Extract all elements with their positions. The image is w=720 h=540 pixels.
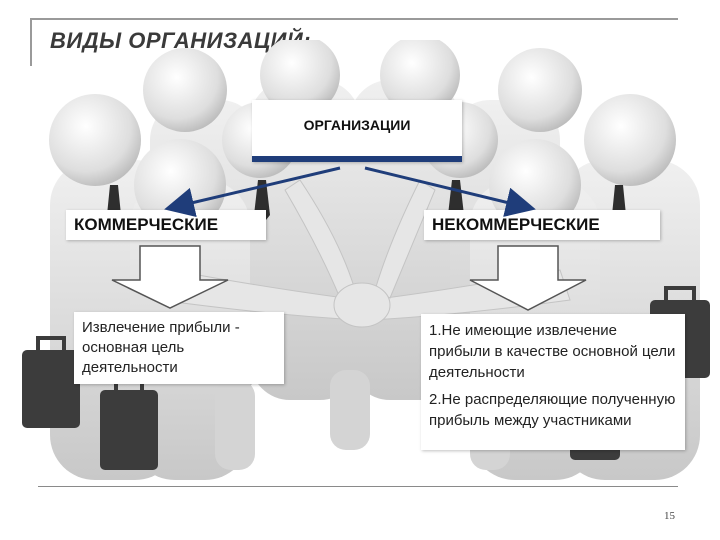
commercial-node-label: КОММЕРЧЕСКИЕ — [74, 215, 219, 234]
root-node: ОРГАНИЗАЦИИ — [252, 100, 462, 162]
left-rule — [30, 18, 32, 66]
root-node-underline — [252, 156, 462, 162]
commercial-node: КОММЕРЧЕСКИЕ — [66, 210, 266, 240]
noncommercial-node: НЕКОММЕРЧЕСКИЕ — [424, 210, 660, 240]
bottom-rule — [38, 486, 678, 487]
noncommercial-node-label: НЕКОММЕРЧЕСКИЕ — [432, 215, 600, 234]
root-node-label: ОРГАНИЗАЦИИ — [303, 117, 411, 133]
commercial-description: Извлечение прибыли - основная цель деяте… — [82, 319, 240, 376]
noncommercial-description-2: 2.Не распределяющие полученную прибыль м… — [429, 391, 676, 429]
noncommercial-description-1: 1.Не имеющие извлечение прибыли в качест… — [429, 322, 676, 381]
top-rule — [30, 18, 678, 20]
commercial-description-box: Извлечение прибыли - основная цель деяте… — [74, 312, 284, 384]
page-number: 15 — [664, 510, 675, 522]
noncommercial-description-box: 1.Не имеющие извлечение прибыли в качест… — [421, 314, 685, 450]
